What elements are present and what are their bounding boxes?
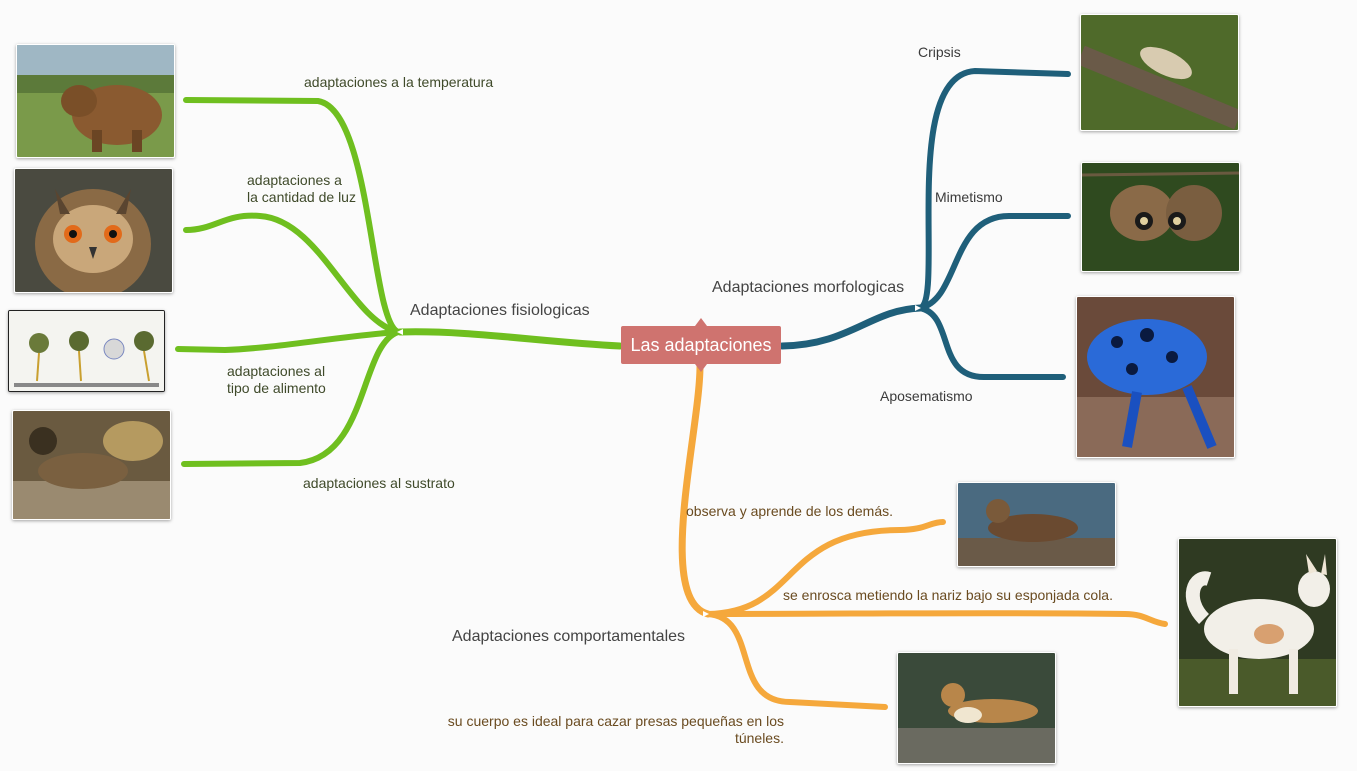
node-alimento-label[interactable]: adaptaciones al tipo de alimento: [227, 363, 357, 397]
node-temperatura-label[interactable]: adaptaciones a la temperatura: [304, 74, 494, 90]
connector-sustrato: [181, 329, 401, 467]
connector-mimetismo: [917, 212, 1071, 311]
node-mimetismo-label[interactable]: Mimetismo: [935, 189, 1003, 205]
joint-chevron: [397, 329, 403, 335]
root-top-handle: [695, 318, 707, 326]
connector-root-morfologicas: [778, 304, 924, 350]
frog-image: [1077, 297, 1234, 457]
insect-mouthparts-diagram[interactable]: [8, 310, 165, 392]
blue-poison-frog-photo[interactable]: [1076, 296, 1235, 458]
node-observa-label[interactable]: observa y aprende de los demás.: [686, 503, 894, 519]
owl-image: [15, 169, 172, 292]
joint-chevron: [915, 305, 921, 311]
node-sustrato-label[interactable]: adaptaciones al sustrato: [303, 475, 455, 491]
root-bottom-handle: [695, 364, 707, 372]
joint-chevron: [703, 611, 709, 617]
node-aposematismo-label[interactable]: Aposematismo: [880, 388, 973, 404]
fish-image: [13, 411, 170, 519]
butterfly-image: [1082, 163, 1239, 271]
branch-fisiologicas-label[interactable]: Adaptaciones fisiologicas: [410, 302, 590, 319]
otter-image: [958, 483, 1115, 566]
dog-image: [1179, 539, 1336, 706]
branch-comportamentales-label[interactable]: Adaptaciones comportamentales: [452, 628, 686, 645]
node-enrosca-label[interactable]: se enrosca metiendo la nariz bajo su esp…: [783, 587, 1113, 603]
connector-enrosca: [705, 610, 1168, 627]
bear-image: [17, 45, 174, 157]
connector-alimento: [175, 329, 401, 354]
connector-cuerpo: [705, 611, 888, 710]
moth-image: [1081, 15, 1238, 130]
branch-morfologicas-label[interactable]: Adaptaciones morfologicas: [712, 279, 905, 296]
node-alimento-line1: adaptaciones al: [227, 363, 326, 379]
owl-photo[interactable]: [14, 168, 173, 293]
node-cuerpo-label[interactable]: su cuerpo es ideal para cazar presas peq…: [430, 713, 784, 747]
weasel-photo[interactable]: [897, 652, 1056, 764]
connector-luz: [183, 212, 401, 335]
moth-on-twig-photo[interactable]: [1080, 14, 1239, 131]
connector-observa: [705, 519, 946, 617]
node-luz-line1: adaptaciones a: [247, 172, 342, 188]
root-label: Las adaptaciones: [630, 334, 772, 355]
weasel-image: [898, 653, 1055, 763]
mouthparts-diagram-image: [9, 311, 164, 391]
node-cuerpo-line2: túneles.: [734, 730, 784, 746]
node-cuerpo-line1: su cuerpo es ideal para cazar presas peq…: [447, 713, 784, 729]
camouflaged-fish-photo[interactable]: [12, 410, 171, 520]
node-luz-line2: la cantidad de luz: [247, 189, 356, 205]
node-alimento-line2: tipo de alimento: [227, 380, 326, 396]
white-dog-photo[interactable]: [1178, 538, 1337, 707]
connector-temperatura: [183, 97, 401, 335]
bear-photo[interactable]: [16, 44, 175, 158]
otter-photo[interactable]: [957, 482, 1116, 567]
owl-butterfly-photo[interactable]: [1081, 162, 1240, 272]
node-cripsis-label[interactable]: Cripsis: [918, 44, 961, 60]
connector-aposematismo: [917, 305, 1066, 381]
root-node[interactable]: Las adaptaciones: [621, 326, 781, 364]
node-luz-label[interactable]: adaptaciones a la cantidad de luz: [247, 172, 377, 206]
connector-root-comportamentales: [678, 362, 712, 618]
connector-cripsis: [917, 67, 1071, 311]
connector-root-fisiologicas: [396, 328, 624, 350]
